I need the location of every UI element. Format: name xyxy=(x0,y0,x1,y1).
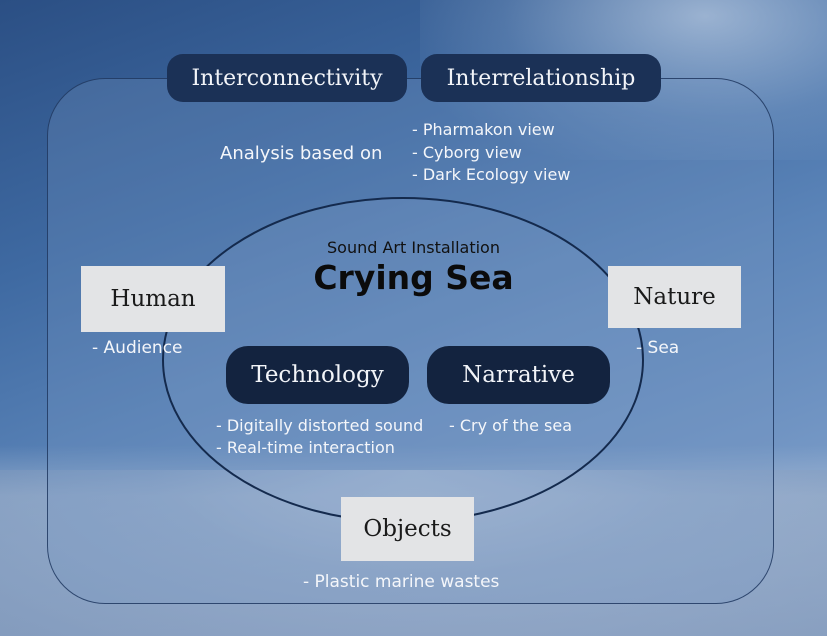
nature-label: Nature xyxy=(633,284,716,310)
objects-label: Objects xyxy=(363,516,452,542)
human-note: - Audience xyxy=(92,338,183,358)
technology-label: Technology xyxy=(251,362,384,388)
objects-box: Objects xyxy=(341,497,474,561)
narrative-label: Narrative xyxy=(462,362,575,388)
interconnectivity-label: Interconnectivity xyxy=(191,65,383,91)
nature-note: - Sea xyxy=(636,338,680,358)
objects-note: - Plastic marine wastes xyxy=(303,572,500,592)
interrelationship-label: Interrelationship xyxy=(446,65,636,91)
narrative-note: - Cry of the sea xyxy=(449,416,572,435)
narrative-pill: Narrative xyxy=(427,346,610,404)
analysis-view-pharmakon: - Pharmakon view xyxy=(412,120,555,139)
human-box: Human xyxy=(81,266,225,332)
analysis-view-dark-ecology: - Dark Ecology view xyxy=(412,165,571,184)
analysis-label: Analysis based on xyxy=(220,143,383,164)
installation-subtitle: Sound Art Installation xyxy=(327,238,500,257)
interconnectivity-pill: Interconnectivity xyxy=(167,54,407,102)
technology-note-interaction: - Real-time interaction xyxy=(216,438,395,457)
analysis-view-cyborg: - Cyborg view xyxy=(412,143,522,162)
nature-box: Nature xyxy=(608,266,741,328)
human-label: Human xyxy=(110,286,196,312)
interrelationship-pill: Interrelationship xyxy=(421,54,661,102)
technology-pill: Technology xyxy=(226,346,409,404)
installation-title: Crying Sea xyxy=(313,258,514,297)
technology-note-distorted: - Digitally distorted sound xyxy=(216,416,424,435)
